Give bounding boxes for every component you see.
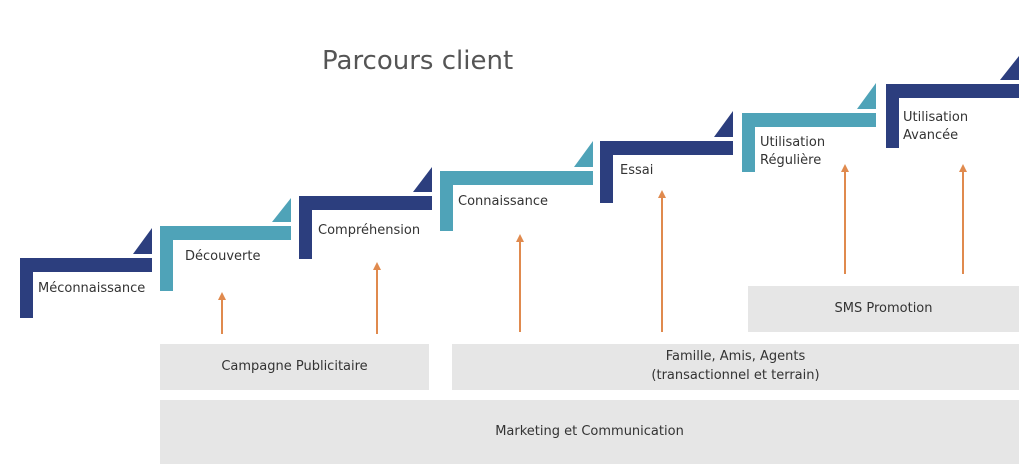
step-label: Essai [620, 163, 653, 178]
marketing-label: Marketing et Communication [495, 423, 684, 439]
step-corner-triangle [413, 167, 432, 192]
step-stem [299, 196, 312, 259]
famille-label-line1: Famille, Amis, Agents [665, 349, 806, 365]
diagram-title: Parcours client [322, 46, 514, 76]
step-1: Méconnaissance [20, 228, 152, 318]
step-5: Essai [600, 111, 733, 203]
step-label: Utilisation [903, 110, 968, 125]
step-bar [886, 84, 1019, 98]
step-corner-triangle [714, 111, 733, 137]
step-stem [440, 171, 453, 231]
step-stem [600, 141, 613, 203]
up-arrow-icon [516, 234, 524, 332]
campagne-publicitaire-box: Campagne Publicitaire [160, 344, 429, 390]
step-bar [20, 258, 152, 272]
step-3: Compréhension [299, 167, 432, 259]
marketing-communication-box: Marketing et Communication [160, 400, 1019, 464]
step-bar [160, 226, 291, 240]
step-label: Avancée [903, 128, 958, 143]
step-stem [20, 258, 33, 318]
up-arrow-icon [373, 262, 381, 334]
step-2: Découverte [160, 198, 291, 291]
step-label: Méconnaissance [38, 281, 145, 296]
step-bar [600, 141, 733, 155]
step-label: Découverte [185, 249, 260, 264]
sms-promotion-box: SMS Promotion [748, 286, 1019, 332]
up-arrow-icon [959, 164, 967, 274]
step-4: Connaissance [440, 141, 593, 231]
campagne-label: Campagne Publicitaire [221, 358, 368, 374]
step-corner-triangle [857, 83, 876, 109]
step-corner-triangle [133, 228, 152, 254]
step-bar [299, 196, 432, 210]
step-label: Compréhension [318, 223, 420, 238]
up-arrow-icon [218, 292, 226, 334]
up-arrow-icon [841, 164, 849, 274]
step-stem [742, 113, 755, 172]
step-stem [886, 84, 899, 148]
step-corner-triangle [1000, 56, 1019, 80]
famille-label-line2: (transactionnel et terrain) [651, 368, 820, 383]
step-label: Régulière [760, 153, 821, 168]
step-stem [160, 226, 173, 291]
famille-amis-agents-box: Famille, Amis, Agents (transactionnel et… [452, 344, 1019, 390]
step-label: Utilisation [760, 135, 825, 150]
step-bar [440, 171, 593, 185]
up-arrow-icon [658, 190, 666, 332]
step-corner-triangle [272, 198, 291, 222]
step-bar [742, 113, 876, 127]
sms-label: SMS Promotion [834, 300, 933, 316]
step-label: Connaissance [458, 194, 548, 209]
step-corner-triangle [574, 141, 593, 167]
